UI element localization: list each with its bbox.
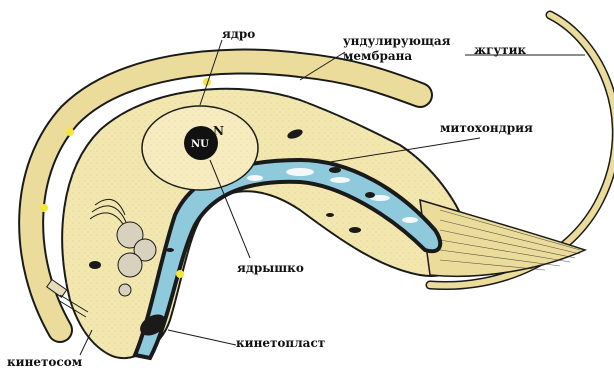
label-kinetoplast: кинетопласт (236, 337, 325, 350)
nucleus-letter: N (213, 125, 224, 138)
label-mitochondrion: митохондрия (440, 122, 533, 135)
label-undulating-membrane-line2: мембрана (343, 50, 412, 63)
label-nucleolus: ядрышко (237, 262, 304, 275)
nucleolus-letter: NU (191, 138, 209, 151)
label-flagellum: жгутик (474, 44, 526, 57)
label-nucleus: ядро (222, 28, 255, 41)
label-undulating-membrane-line1: ундулирующая (343, 35, 451, 48)
label-kinetosome: кинетосом (7, 356, 82, 369)
